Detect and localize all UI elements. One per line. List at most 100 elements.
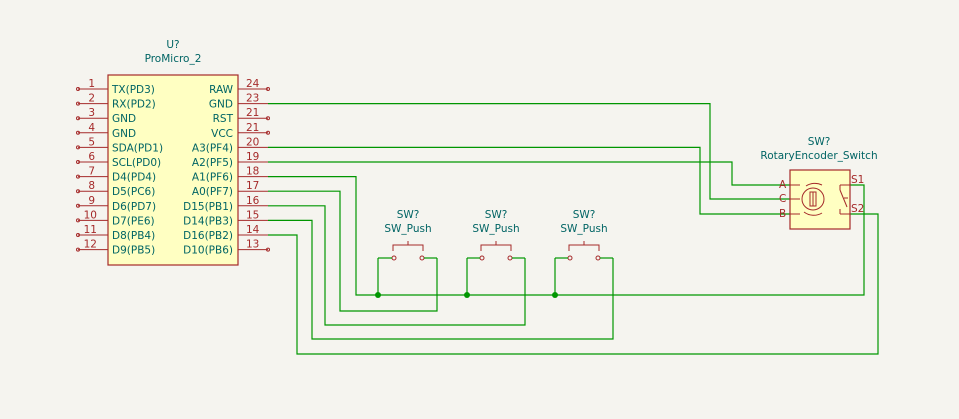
promicro-left-pin: 9 D6(PD7) [76, 195, 156, 213]
pin-label: D15(PB1) [183, 201, 233, 213]
promicro-right-pin: 17 A0(PF7) [192, 180, 268, 198]
pin-label: D9(PB5) [112, 245, 155, 257]
pin-label: RAW [209, 84, 233, 96]
pin-label: TX(PD3) [111, 84, 155, 96]
switch-value: SW_Push [384, 223, 431, 235]
pin-number: 4 [88, 122, 95, 134]
promicro-left-pin: 10 D7(PE6) [76, 209, 155, 227]
pin-number: 24 [246, 78, 260, 90]
promicro-right-pin: 21 VCC [211, 122, 270, 140]
pin-label: D4(PD4) [112, 172, 156, 184]
pin-number: 23 [246, 93, 259, 105]
encoder-pin-s2: S2 [851, 203, 864, 215]
switch-actuator [480, 244, 512, 251]
pin-label: SCL(PD0) [112, 157, 161, 169]
pin-number: 10 [84, 209, 97, 221]
promicro-left-pin: 2 RX(PD2) [76, 93, 156, 111]
pin-label: RX(PD2) [112, 99, 156, 111]
pin-number: 18 [246, 166, 259, 178]
promicro-left-pin: 1 TX(PD3) [76, 78, 155, 96]
pin-label: GND [209, 99, 233, 111]
promicro-right-pin: 16 D15(PB1) [183, 195, 268, 213]
wires [268, 102, 879, 355]
switch-ref: SW? [573, 209, 596, 221]
switch-value: SW_Push [472, 223, 519, 235]
promicro-right-pin: 19 A2(PF5) [192, 151, 268, 169]
switch-ref: SW? [485, 209, 508, 221]
switch-value: SW_Push [560, 223, 607, 235]
rotary-encoder-symbol[interactable]: SW? RotaryEncoder_Switch A C B S1 S2 [760, 136, 878, 230]
promicro-body [107, 74, 239, 266]
pin-number: 11 [84, 224, 97, 236]
pin-number: 9 [88, 195, 95, 207]
promicro-symbol[interactable]: U? ProMicro_2 1 TX(PD3) 2 RX(PD2) 3 GND … [76, 39, 270, 266]
push-switch[interactable]: SW? SW_Push [378, 209, 437, 261]
encoder-pin-c: C [779, 193, 786, 205]
switch-actuator [568, 244, 600, 251]
pin-number: 2 [88, 93, 95, 105]
encoder-switch-icon [839, 185, 848, 214]
pin-label: VCC [211, 128, 233, 140]
pin-number: 3 [88, 107, 95, 119]
push-switch[interactable]: SW? SW_Push [467, 209, 525, 261]
promicro-right-pin: 24 RAW [209, 78, 270, 96]
pin-label: D6(PD7) [112, 201, 156, 213]
encoder-knob-icon [801, 182, 825, 216]
wire-d15-to-switch2[interactable] [268, 205, 526, 326]
pin-label: D14(PB3) [183, 215, 233, 227]
pin-label: D16(PB2) [183, 230, 233, 242]
pin-label: A2(PF5) [192, 157, 233, 169]
push-switch[interactable]: SW? SW_Push [555, 209, 613, 261]
pin-number: 5 [88, 136, 95, 148]
wire-d16-to-encoder-s2[interactable] [268, 213, 879, 355]
pin-label: SDA(PD1) [112, 142, 163, 154]
pin-number: 21 [246, 107, 259, 119]
encoder-value: RotaryEncoder_Switch [760, 150, 877, 162]
promicro-left-pin: 8 D5(PC6) [76, 180, 155, 198]
encoder-pin-b: B [779, 208, 786, 220]
switch-contact [419, 255, 425, 261]
pin-number: 15 [246, 209, 259, 221]
promicro-left-pin: 6 SCL(PD0) [76, 151, 161, 169]
wire-a3-to-encoder-b[interactable] [268, 146, 790, 215]
pin-number: 20 [246, 136, 259, 148]
switch-contact [595, 255, 601, 261]
promicro-ref: U? [166, 39, 179, 51]
pin-label: D7(PE6) [112, 215, 155, 227]
pin-number: 14 [246, 224, 260, 236]
pin-label: D5(PC6) [112, 186, 155, 198]
wire-a2-to-encoder-a[interactable] [268, 161, 790, 186]
promicro-right-pin: 14 D16(PB2) [183, 224, 268, 242]
pin-number: 6 [88, 151, 95, 163]
promicro-right-pin: 18 A1(PF6) [192, 166, 268, 184]
switch-contact [507, 255, 513, 261]
promicro-left-pin: 4 GND [76, 122, 136, 140]
pin-number: 12 [84, 239, 97, 251]
junction-dot [375, 292, 381, 298]
switch-contact [479, 255, 485, 261]
promicro-left-pin: 7 D4(PD4) [76, 166, 156, 184]
wire-a1-common[interactable] [268, 176, 865, 296]
encoder-ref: SW? [808, 136, 831, 148]
switch-contact [391, 255, 397, 261]
pin-number: 13 [246, 239, 259, 251]
promicro-right-pin: 23 GND [209, 93, 268, 111]
pin-number: 21 [246, 122, 259, 134]
promicro-right-pin: 15 D14(PB3) [183, 209, 268, 227]
junction-dot [552, 292, 558, 298]
promicro-right-pin: 20 A3(PF4) [192, 136, 268, 154]
switch-contact [567, 255, 573, 261]
pin-number: 8 [88, 180, 95, 192]
pin-label: GND [112, 113, 136, 125]
wire-a0-to-switch1[interactable] [268, 190, 438, 312]
pin-label: A0(PF7) [192, 186, 233, 198]
pin-label: RST [213, 113, 234, 125]
pin-number: 19 [246, 151, 259, 163]
pin-number: 17 [246, 180, 259, 192]
promicro-left-pin: 5 SDA(PD1) [76, 136, 163, 154]
wire-gnd-to-encoder-c[interactable] [268, 102, 790, 200]
promicro-value: ProMicro_2 [145, 53, 202, 65]
encoder-pin-s1: S1 [851, 174, 864, 186]
wire-d14-to-switch3[interactable] [268, 219, 614, 340]
